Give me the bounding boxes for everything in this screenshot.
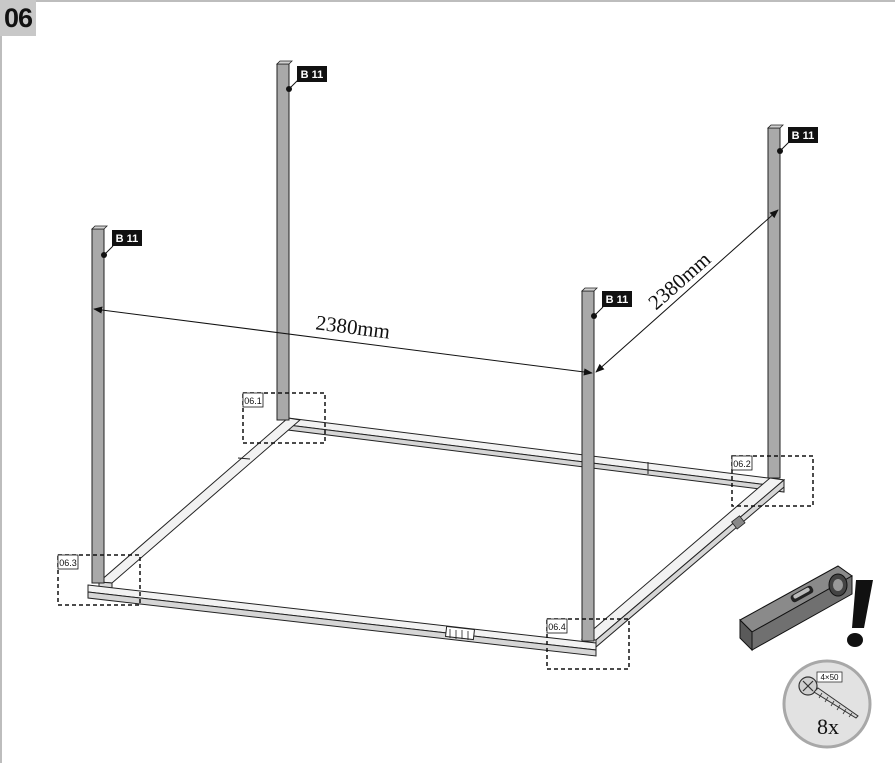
exclamation-icon bbox=[847, 580, 873, 647]
detail-label: 06.1 bbox=[244, 396, 262, 406]
post-front-right bbox=[581, 287, 598, 642]
detail-label: 06.3 bbox=[59, 558, 77, 568]
detail-label: 06.4 bbox=[548, 622, 566, 632]
step-number: 06 bbox=[0, 0, 36, 36]
part-tag-label: B 11 bbox=[116, 233, 139, 245]
frame-border-left bbox=[0, 36, 2, 763]
post-front-left bbox=[91, 225, 108, 584]
part-tag-label: B 11 bbox=[301, 69, 324, 81]
beam-left bbox=[97, 417, 302, 591]
dimension-line-side bbox=[595, 209, 779, 373]
detail-callout-06-3: 06.3 bbox=[57, 554, 141, 606]
part-tag-front-left: B 11 bbox=[101, 230, 142, 258]
post-back-right bbox=[767, 124, 784, 479]
detail-callout-06-4: 06.4 bbox=[546, 618, 630, 670]
screw-size-label: 4×50 bbox=[820, 673, 839, 682]
detail-callout-06-1: 06.1 bbox=[242, 392, 326, 444]
beam-front bbox=[87, 584, 597, 657]
detail-callout-06-2: 06.2 bbox=[731, 455, 814, 507]
part-tag-label: B 11 bbox=[606, 294, 629, 306]
screw-count-label: 8x bbox=[817, 714, 839, 739]
part-tag-back-left: B 11 bbox=[286, 66, 327, 92]
screw-icon bbox=[782, 659, 872, 749]
post-back-left bbox=[276, 60, 293, 421]
frame-border-top bbox=[36, 0, 895, 2]
beam-back bbox=[287, 417, 785, 493]
detail-label: 06.2 bbox=[733, 459, 751, 469]
part-tag-front-right: B 11 bbox=[591, 291, 632, 319]
spirit-level-icon bbox=[739, 565, 853, 652]
part-tag-back-right: B 11 bbox=[777, 127, 818, 154]
dimension-line-front bbox=[93, 306, 593, 376]
part-tag-label: B 11 bbox=[792, 130, 815, 142]
dimension-side-depth: 2380mm bbox=[643, 247, 715, 314]
